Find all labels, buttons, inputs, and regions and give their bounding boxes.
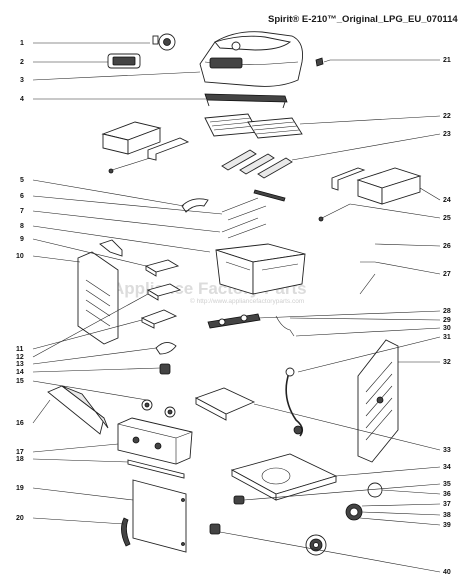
door-panel-part <box>127 459 187 553</box>
flavorizer-bars-part <box>221 149 293 179</box>
callout-35: 35 <box>443 481 451 488</box>
leader-lines <box>32 42 441 573</box>
callout-3: 3 <box>20 77 24 84</box>
callout-26: 26 <box>443 243 451 250</box>
callout-8: 8 <box>20 223 24 230</box>
callout-4: 4 <box>20 96 24 103</box>
right-frame-part <box>357 339 399 463</box>
callout-numbers: 1 2 3 4 5 6 7 8 9 10 11 12 13 14 15 16 1… <box>16 40 451 576</box>
callout-7: 7 <box>20 208 24 215</box>
side-shelf-part <box>47 385 109 435</box>
callout-20: 20 <box>16 515 24 522</box>
callout-34: 34 <box>443 464 451 471</box>
right-side-table-part <box>318 167 422 222</box>
cooking-grates-part <box>204 113 303 139</box>
callout-23: 23 <box>443 131 451 138</box>
callout-28: 28 <box>443 308 451 315</box>
callout-22: 22 <box>443 113 451 120</box>
callout-15: 15 <box>16 378 24 385</box>
caster-part <box>233 495 245 505</box>
lower-caster-part <box>209 523 221 535</box>
wheel-part <box>305 534 327 556</box>
manifold-part <box>207 313 295 337</box>
callout-21: 21 <box>443 57 451 64</box>
callout-27: 27 <box>443 271 451 278</box>
diagram-title: Spirit® E-210™_Original_LPG_EU_070114 <box>268 14 458 25</box>
gas-hose-part <box>285 367 304 437</box>
callout-12: 12 <box>16 354 24 361</box>
lid-part <box>199 31 303 87</box>
callout-5: 5 <box>20 177 24 184</box>
callout-11: 11 <box>16 346 24 353</box>
callout-38: 38 <box>443 512 451 519</box>
callout-6: 6 <box>20 193 24 200</box>
callout-1: 1 <box>20 40 24 47</box>
callout-37: 37 <box>443 501 451 508</box>
callout-2: 2 <box>20 59 24 66</box>
wheel-assembly-part <box>345 482 383 521</box>
callout-24: 24 <box>443 197 451 204</box>
callout-40: 40 <box>443 569 451 576</box>
callout-14: 14 <box>16 369 24 376</box>
control-panel-part <box>117 417 193 465</box>
nameplate-part <box>107 53 141 69</box>
callout-33: 33 <box>443 447 451 454</box>
cookbox-part <box>215 243 306 295</box>
callout-9: 9 <box>20 236 24 243</box>
lid-handle-part <box>204 93 288 109</box>
callout-16: 16 <box>16 420 24 427</box>
left-side-table-part <box>101 121 190 174</box>
callout-25: 25 <box>443 215 451 222</box>
callout-39: 39 <box>443 522 451 529</box>
callout-36: 36 <box>443 491 451 498</box>
left-frame-part <box>77 239 123 345</box>
igniter-part <box>155 342 177 375</box>
callout-18: 18 <box>16 456 24 463</box>
callout-31: 31 <box>443 334 451 341</box>
door-handle-part <box>121 517 131 547</box>
bottom-tray-part <box>194 387 256 421</box>
callout-32: 32 <box>443 359 451 366</box>
control-knobs-part <box>141 399 176 418</box>
callout-30: 30 <box>443 325 451 332</box>
callout-29: 29 <box>443 317 451 324</box>
screw-21-part <box>315 57 324 67</box>
watermark-url: © http://www.appliancefactoryparts.com <box>190 297 304 305</box>
catch-pans-part <box>140 259 182 329</box>
burner-tubes-part <box>181 189 286 239</box>
bottom-base-part <box>230 453 338 501</box>
thermometer-part <box>152 33 176 51</box>
callout-13: 13 <box>16 361 24 368</box>
callout-17: 17 <box>16 449 24 456</box>
callout-19: 19 <box>16 485 24 492</box>
callout-10: 10 <box>16 253 24 260</box>
